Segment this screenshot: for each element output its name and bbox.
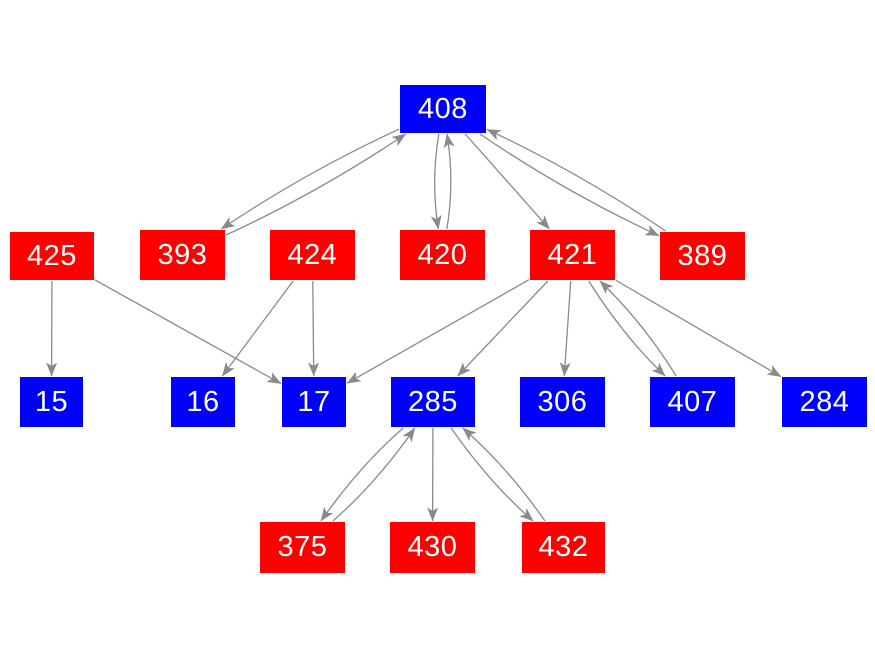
node-424: 424	[270, 230, 355, 280]
node-label-425: 425	[27, 239, 77, 272]
node-420: 420	[400, 230, 485, 280]
node-285: 285	[391, 377, 475, 427]
edge-421-to-284	[615, 279, 782, 378]
node-label-15: 15	[34, 385, 69, 418]
node-label-430: 430	[407, 531, 458, 563]
edge-425-to-17	[94, 279, 282, 385]
node-15: 15	[20, 377, 83, 427]
node-407: 407	[650, 377, 735, 427]
node-284: 284	[782, 377, 867, 427]
node-label-375: 375	[277, 531, 328, 563]
edge-424-to-17	[308, 280, 320, 377]
node-label-389: 389	[677, 239, 728, 272]
node-label-16: 16	[186, 385, 220, 418]
node-label-424: 424	[287, 238, 338, 271]
edge-408-to-393	[220, 128, 400, 230]
node-393: 393	[140, 230, 225, 280]
edge-393-to-408	[225, 133, 407, 236]
node-17: 17	[282, 377, 346, 427]
edge-389-to-408	[486, 128, 666, 232]
node-label-407: 407	[667, 385, 718, 418]
edge-408-to-420	[430, 133, 442, 230]
edge-375-to-285	[332, 427, 416, 522]
edge-432-to-285	[462, 427, 546, 522]
node-430: 430	[390, 522, 475, 573]
edge-421-to-17	[346, 279, 530, 384]
node-label-17: 17	[297, 385, 331, 418]
node-421: 421	[530, 230, 615, 280]
edge-285-to-432	[450, 427, 534, 522]
edge-408-to-389	[479, 133, 660, 237]
node-label-408: 408	[418, 92, 468, 125]
edge-420-to-408	[443, 133, 455, 230]
node-432: 432	[522, 522, 605, 573]
node-label-420: 420	[417, 238, 468, 271]
node-306: 306	[520, 377, 605, 427]
node-375: 375	[260, 522, 345, 573]
node-label-306: 306	[537, 385, 588, 418]
edge-421-to-285	[457, 280, 549, 377]
edge-285-to-375	[320, 427, 404, 522]
edge-421-to-407	[588, 280, 666, 377]
node-label-421: 421	[547, 238, 598, 271]
node-389: 389	[660, 232, 745, 280]
node-425: 425	[10, 232, 94, 280]
edge-424-to-16	[221, 280, 294, 377]
edge-408-to-421	[464, 133, 550, 230]
edge-421-to-306	[559, 280, 572, 377]
edge-407-to-421	[599, 280, 677, 377]
node-label-284: 284	[799, 385, 850, 418]
node-label-432: 432	[538, 531, 589, 563]
node-16: 16	[171, 377, 235, 427]
node-label-393: 393	[157, 238, 208, 271]
node-label-285: 285	[408, 385, 458, 418]
node-408: 408	[400, 85, 486, 133]
